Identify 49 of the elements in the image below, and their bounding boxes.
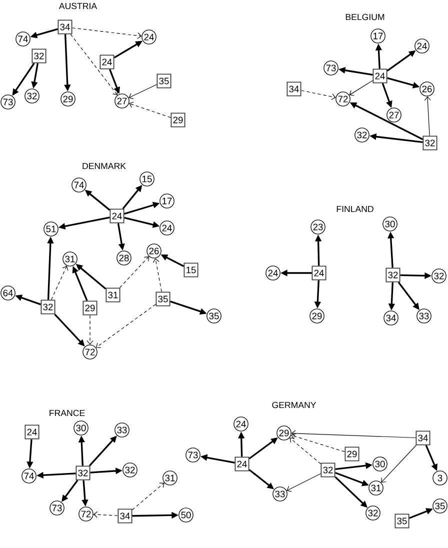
number-box: 31	[106, 288, 120, 302]
number-box: 29	[170, 112, 186, 128]
dashed-arrow	[129, 102, 172, 118]
number-box: 35	[156, 292, 170, 306]
arrow	[381, 444, 416, 483]
heading: GERMANY	[272, 402, 316, 408]
number-box: 32	[320, 462, 336, 478]
dashed-arrow	[119, 256, 149, 288]
number-box: 15	[184, 262, 198, 278]
heading: BELGIUM	[346, 14, 384, 20]
number-box: 35	[394, 514, 410, 528]
number-box: 35	[156, 74, 172, 88]
number-box: 34	[58, 20, 72, 34]
number-box: 24	[110, 208, 124, 224]
arrow	[349, 80, 374, 96]
dashed-arrow	[291, 433, 346, 452]
number-box: 24	[24, 424, 40, 440]
number-box: 29	[82, 300, 98, 316]
number-box: 32	[386, 268, 400, 282]
number-box: 34	[286, 82, 302, 96]
heading: AUSTRIA	[58, 2, 98, 10]
dashed-arrow	[96, 304, 156, 348]
number-box: 24	[234, 456, 250, 472]
number-box: 32	[76, 466, 90, 480]
arrow	[128, 84, 158, 100]
arrow	[286, 473, 322, 492]
arrow	[424, 96, 431, 136]
number-box: 34	[118, 508, 132, 524]
number-box: 24	[312, 266, 326, 280]
number-box: 29	[344, 446, 360, 462]
dashed-arrow	[132, 482, 164, 510]
number-box: 32	[32, 48, 46, 64]
number-box: 34	[416, 430, 430, 446]
heading: FINLAND	[336, 206, 374, 212]
dashed-arrow	[300, 90, 336, 100]
dashed-arrow	[290, 438, 322, 464]
number-box: 24	[372, 68, 388, 84]
dashed-arrow	[72, 28, 142, 39]
number-box: 24	[100, 54, 114, 70]
dashed-arrow	[93, 511, 118, 518]
heading: DENMARK	[82, 162, 126, 170]
heading: FRANCE	[50, 410, 85, 416]
number-box: 32	[40, 300, 56, 314]
dashed-arrow	[86, 314, 94, 345]
dashed-arrow	[51, 266, 68, 300]
dashed-arrow	[70, 34, 118, 96]
number-box: 32	[422, 136, 438, 150]
dashed-arrow	[152, 258, 162, 292]
arrow	[291, 430, 416, 438]
